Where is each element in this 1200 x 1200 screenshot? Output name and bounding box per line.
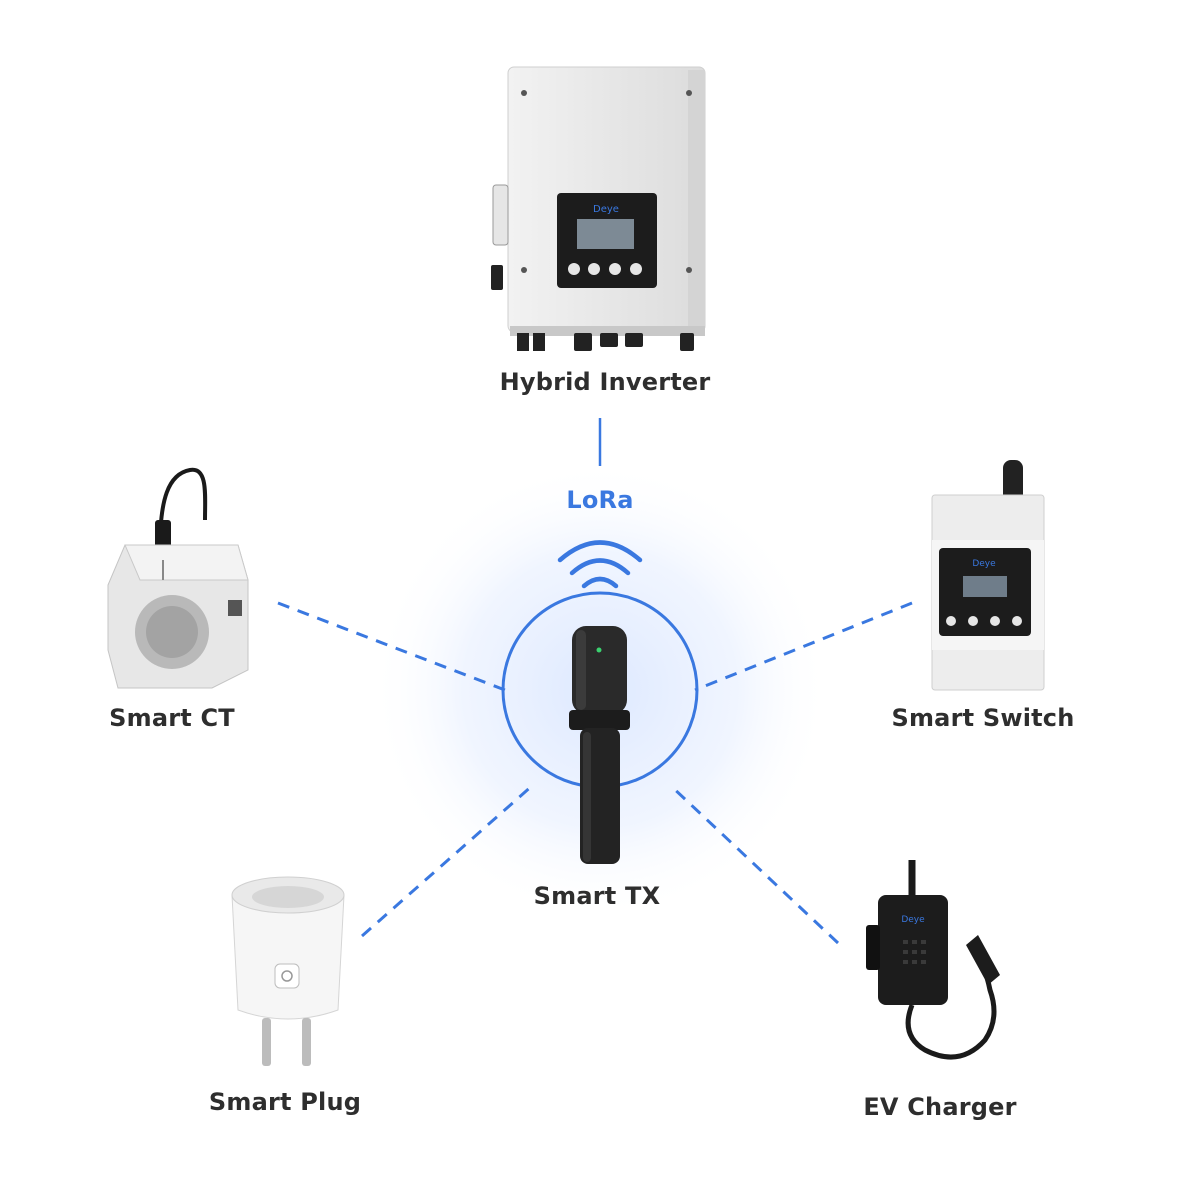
lora-label: LoRa bbox=[566, 486, 634, 514]
smart-ct-label: Smart CT bbox=[109, 704, 235, 732]
inverter-brand-text: Deye bbox=[593, 204, 619, 215]
hybrid-inverter-image: Deye bbox=[491, 66, 706, 351]
link-switch bbox=[694, 601, 913, 692]
hybrid-inverter-label: Hybrid Inverter bbox=[499, 368, 711, 396]
smart-tx-label: Smart TX bbox=[533, 882, 661, 910]
smart-plug-label: Smart Plug bbox=[208, 1088, 362, 1116]
switch-brand-text: Deye bbox=[972, 559, 996, 569]
ev-brand-text: Deye bbox=[901, 915, 925, 925]
wireless-signal-icon bbox=[557, 540, 643, 589]
smart-tx-device bbox=[569, 626, 630, 864]
smart-switch-image: Deye bbox=[931, 460, 1045, 691]
status-led bbox=[596, 647, 602, 653]
ev-charger-image: Deye bbox=[866, 860, 1000, 1060]
link-plug bbox=[361, 783, 534, 938]
smart-switch-label: Smart Switch bbox=[891, 704, 1075, 732]
link-ev bbox=[668, 783, 840, 945]
smart-ct-image bbox=[107, 467, 249, 689]
smart-plug-image bbox=[231, 876, 345, 1066]
ev-charger-label: EV Charger bbox=[863, 1093, 1017, 1121]
dashed-links bbox=[277, 601, 913, 945]
